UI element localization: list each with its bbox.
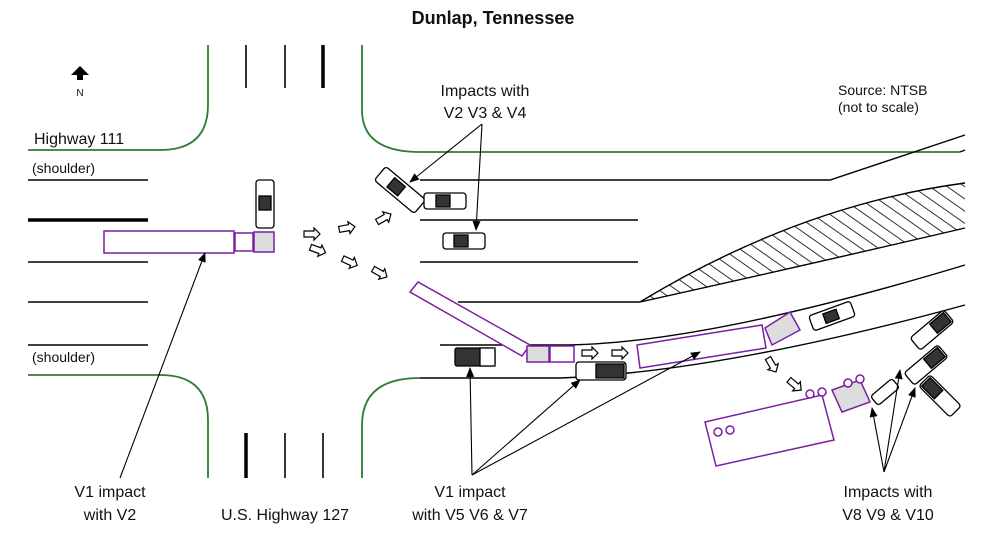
diagram-title: Dunlap, Tennessee [412,8,575,28]
ns-lane-lines [244,45,325,478]
highway-111-label: Highway 111 [34,131,124,148]
north-arrow-icon [71,66,89,80]
car-v10 [870,375,961,417]
scale-note: (not to scale) [838,99,919,115]
road-edge-nw [28,45,209,151]
us-highway-127-label: U.S. Highway 127 [221,507,349,524]
truck-v1-initial [103,230,275,254]
path-arrows [303,210,802,392]
car-v4 [442,232,486,250]
callout-v8910-line2: V8 V9 & V10 [842,507,934,524]
callout-v234-line2: V2 V3 & V4 [444,105,527,122]
east-line-1 [420,134,966,181]
road-edge-se [361,377,421,478]
shoulder-top-label: (shoulder) [32,160,95,176]
callout-v567-line1: V1 impact [434,484,506,501]
car-v7 [808,301,856,331]
road-edges [28,45,960,478]
west-lane-lines [28,179,148,346]
car-v2 [255,179,275,229]
road-edge-sw [28,374,209,478]
car-v3 [374,166,426,214]
car-v5 [454,347,496,367]
truck-v1-trailer-east [636,310,802,369]
callout-v567-line2: with V5 V6 & V7 [411,507,528,524]
road-edge-ne [361,45,960,153]
truck-v1-trailer-mid [408,281,575,363]
car-v6 [575,361,627,381]
truck-v1-final [704,374,872,467]
callout-v8910-line1: Impacts with [844,484,933,501]
car-v2-impacted [423,192,467,210]
car-v8 [910,310,954,350]
leader-lines [119,123,916,479]
car-v9 [904,345,948,385]
gore-hatch [640,183,965,302]
callout-v234-line1: Impacts with [441,83,530,100]
north-label: N [76,88,83,99]
source-label: Source: NTSB [838,82,927,98]
callout-v1-v2-line1: V1 impact [74,484,146,501]
shoulder-bottom-label: (shoulder) [32,349,95,365]
curve-upper [440,264,966,346]
callout-v1-v2-line2: with V2 [83,507,137,524]
